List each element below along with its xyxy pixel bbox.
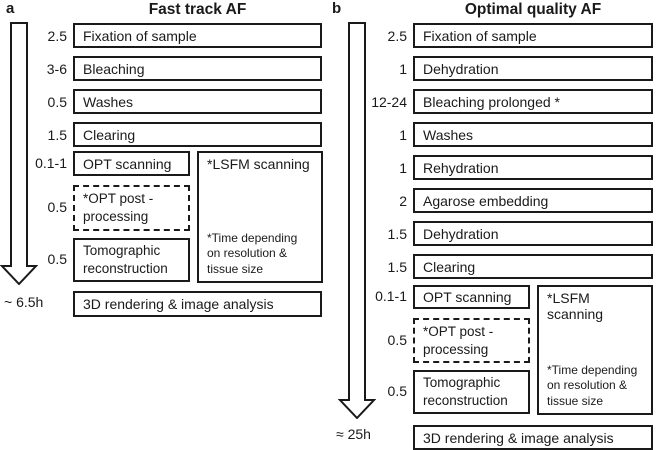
opt-post-processing-box: *OPT post - processing [73, 185, 190, 231]
panel-b-label: b [332, 0, 342, 17]
step-time: 0.1-1 [375, 288, 407, 304]
opt-scanning-box: OPT scanning [73, 151, 190, 176]
step-row: 1 Dehydration [366, 56, 653, 81]
panel-a-label: a [6, 0, 15, 17]
step-time: 1 [399, 60, 407, 77]
step-box: Washes [73, 89, 322, 114]
panel-a-title: Fast track AF [148, 1, 247, 18]
panel-fast-track: a Fast track AF 2.5 Fixation of sample 3-6… [0, 0, 323, 317]
step-box: Rehydration [413, 155, 653, 180]
step-time: 1.5 [387, 225, 407, 242]
time-depending-note: *Time depending on resolution & tissue s… [547, 362, 638, 408]
lsfm-scanning-box: *LSFM scanning *Time depending on resolu… [197, 151, 323, 283]
step-box: Fixation of sample [413, 23, 653, 48]
step-time: 3-6 [46, 60, 67, 77]
down-arrow-icon [0, 22, 38, 285]
step-box: Bleaching prolonged * [413, 89, 653, 114]
step-list: 2.5 Fixation of sample 3-6 Bleaching 0.5 Wash… [30, 23, 322, 147]
step-time: 0.1-1 [35, 155, 67, 171]
tomographic-reconstruction-box: Tomographic reconstruction [413, 370, 530, 414]
down-arrow-icon [338, 22, 376, 419]
step-time: 2.5 [387, 27, 407, 44]
final-step-box: 3D rendering & image analysis [413, 425, 653, 450]
step-row: 1 Washes [366, 122, 653, 147]
step-box: Washes [413, 122, 653, 147]
step-row: 1 Rehydration [366, 155, 653, 180]
step-time: 12-24 [371, 93, 407, 110]
step-row: 0.5 Washes [30, 89, 322, 114]
step-row: 1.5 Dehydration [366, 221, 653, 246]
lsfm-scanning-label: *LSFM scanning [547, 290, 604, 322]
step-time: 0.5 [47, 251, 67, 267]
total-time: ~ 6.5h [4, 294, 44, 310]
opt-scanning-box: OPT scanning [413, 285, 530, 309]
opt-post-processing-box: *OPT post - processing [413, 318, 530, 363]
step-row: 3-6 Bleaching [30, 56, 322, 81]
step-row: 2.5 Fixation of sample [30, 23, 322, 48]
lsfm-scanning-box: *LSFM scanning *Time depending on resolu… [537, 285, 653, 415]
step-time: 1 [399, 159, 407, 176]
step-row: 2 Agarose embedding [366, 188, 653, 213]
step-row: 1.5 Clearing [366, 254, 653, 279]
step-time: 2 [399, 192, 407, 209]
step-time: 0.5 [387, 332, 407, 348]
lsfm-scanning-label: *LSFM scanning [207, 156, 310, 172]
step-row: 2.5 Fixation of sample [366, 23, 653, 48]
panel-b-title: Optimal quality AF [464, 1, 602, 18]
step-time: 1.5 [47, 126, 67, 143]
step-box: Fixation of sample [73, 23, 322, 48]
step-box: Agarose embedding [413, 188, 653, 213]
step-time: 0.5 [387, 383, 407, 399]
step-time: 0.5 [47, 199, 67, 215]
step-box: Clearing [413, 254, 653, 279]
step-row: 12-24 Bleaching prolonged * [366, 89, 653, 114]
panel-optimal-quality: b Optimal quality AF 2.5 Fixation of samp… [330, 0, 660, 450]
final-step-box: 3D rendering & image analysis [73, 291, 322, 317]
step-time: 1 [399, 126, 407, 143]
step-box: Dehydration [413, 56, 653, 81]
total-time: ≈ 25h [336, 426, 371, 442]
step-row: 1.5 Clearing [30, 122, 322, 147]
time-depending-note: *Time depending on resolution & tissue s… [207, 230, 298, 276]
step-time: 2.5 [47, 27, 67, 44]
step-box: Clearing [73, 122, 322, 147]
step-time: 1.5 [387, 258, 407, 275]
step-time: 0.5 [47, 93, 67, 110]
tomographic-reconstruction-box: Tomographic reconstruction [73, 238, 190, 282]
step-box: Dehydration [413, 221, 653, 246]
step-box: Bleaching [73, 56, 322, 81]
